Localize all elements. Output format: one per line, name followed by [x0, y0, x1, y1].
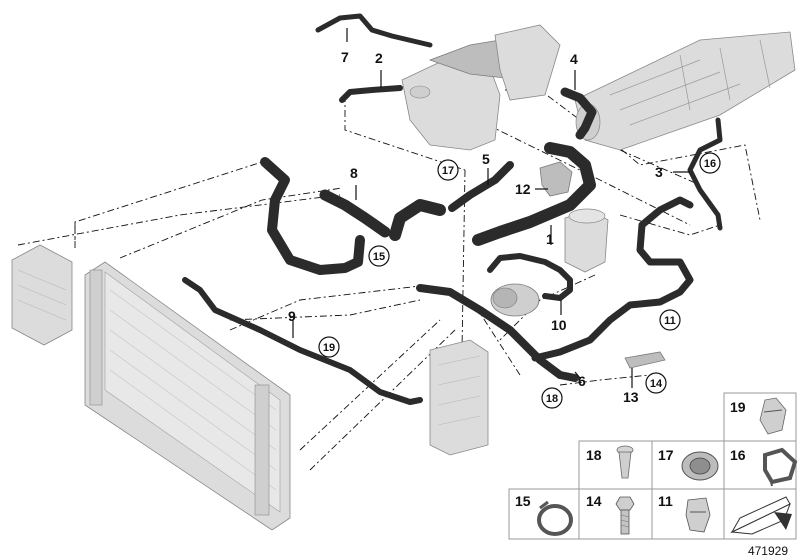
callout-3: 3 — [655, 164, 663, 180]
legend-label-17: 17 — [658, 447, 674, 463]
hose-clamp-17-icon — [681, 451, 719, 481]
bracket-12 — [539, 161, 573, 197]
reference-number: 471929 — [748, 544, 788, 558]
leader-lines — [292, 28, 690, 388]
circled-11: 11 — [664, 315, 676, 327]
legend-label-19: 19 — [730, 399, 746, 415]
callout-8: 8 — [350, 165, 358, 181]
water-pump — [490, 283, 540, 317]
auxiliary-radiator — [11, 244, 73, 346]
bolt-14-icon — [615, 496, 635, 535]
clip-11-icon — [685, 497, 711, 533]
direction-arrow-icon — [730, 496, 792, 535]
callout-9: 9 — [288, 308, 296, 324]
circled-14: 14 — [650, 378, 663, 390]
callout-6: 6 — [578, 373, 586, 389]
push-rivet-18-icon — [616, 445, 634, 479]
callout-numbers: 7 2 4 3 5 8 12 1 9 10 6 13 — [288, 49, 663, 405]
callout-1: 1 — [546, 231, 554, 247]
legend-label-14: 14 — [586, 493, 602, 509]
callout-13: 13 — [623, 389, 639, 405]
band-clamp-15-icon — [537, 500, 573, 536]
circled-16: 16 — [704, 158, 716, 170]
legend-label-15: 15 — [515, 493, 531, 509]
legend-label-11: 11 — [658, 493, 673, 509]
clip-13 — [624, 351, 666, 369]
circled-18: 18 — [546, 393, 558, 405]
callout-2: 2 — [375, 50, 383, 66]
coolant-reservoir — [564, 208, 609, 273]
expansion-tank — [401, 24, 561, 151]
assembly-lines — [17, 89, 761, 471]
legend-label-16: 16 — [730, 447, 746, 463]
parts-legend-grid: 19 18 17 16 15 14 11 — [508, 392, 798, 540]
lower-cooler — [429, 339, 489, 456]
callout-12: 12 — [515, 181, 531, 197]
callout-5: 5 — [482, 151, 490, 167]
circled-callouts: 17 16 15 11 19 14 18 — [318, 152, 721, 409]
callout-4: 4 — [570, 51, 578, 67]
circled-19: 19 — [323, 342, 335, 354]
clip-19-icon — [759, 397, 787, 435]
legend-label-18: 18 — [586, 447, 602, 463]
intake-manifold — [574, 31, 796, 151]
spring-clamp-16-icon — [763, 447, 798, 487]
callout-7: 7 — [341, 49, 349, 65]
circled-15: 15 — [373, 251, 385, 263]
callout-10: 10 — [551, 317, 567, 333]
hoses — [182, 13, 723, 405]
main-radiator — [84, 261, 291, 531]
circled-17: 17 — [442, 165, 454, 177]
